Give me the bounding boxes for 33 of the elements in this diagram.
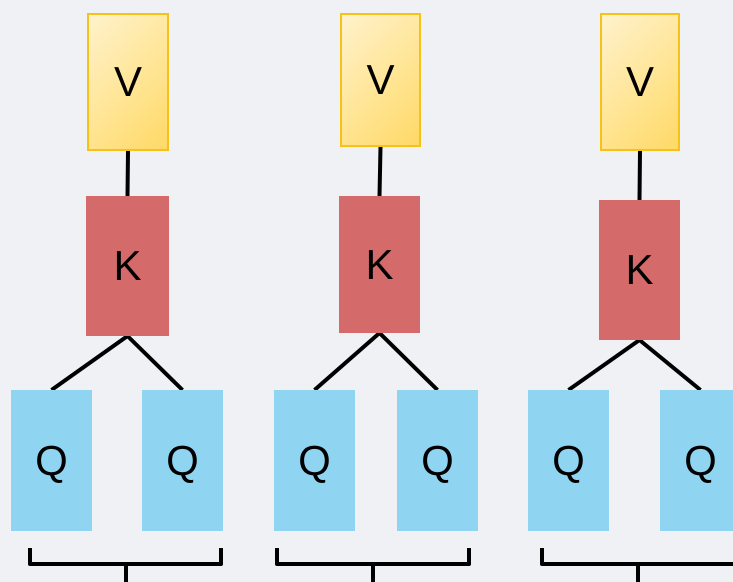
node-label: K <box>113 245 142 287</box>
query-box <box>11 390 92 531</box>
query-box <box>660 390 733 531</box>
node-label: V <box>626 61 654 103</box>
connector-line <box>378 146 382 196</box>
connector-line <box>126 150 130 196</box>
value-box <box>87 13 169 151</box>
query-box <box>528 390 609 531</box>
node-label: K <box>625 249 654 291</box>
connector-line <box>567 338 641 392</box>
node-label: V <box>114 61 142 103</box>
key-box <box>599 200 680 340</box>
connector-line <box>638 150 642 200</box>
node-label: K <box>365 244 394 286</box>
node-label: V <box>366 59 394 101</box>
key-box <box>86 196 169 336</box>
node-label: Q <box>684 440 717 482</box>
value-box <box>340 13 421 147</box>
node-label: Q <box>421 440 454 482</box>
query-box <box>397 390 478 531</box>
query-box <box>274 390 355 531</box>
query-box <box>142 390 223 531</box>
value-box <box>600 13 680 151</box>
connector-line <box>638 338 702 392</box>
connector-line <box>313 332 381 392</box>
node-label: Q <box>552 440 585 482</box>
node-label: Q <box>298 440 331 482</box>
connector-line <box>50 334 129 392</box>
connector-line <box>126 334 184 392</box>
node-label: Q <box>166 440 199 482</box>
connector-line <box>378 332 439 392</box>
key-box <box>339 196 420 333</box>
node-label: Q <box>35 440 68 482</box>
